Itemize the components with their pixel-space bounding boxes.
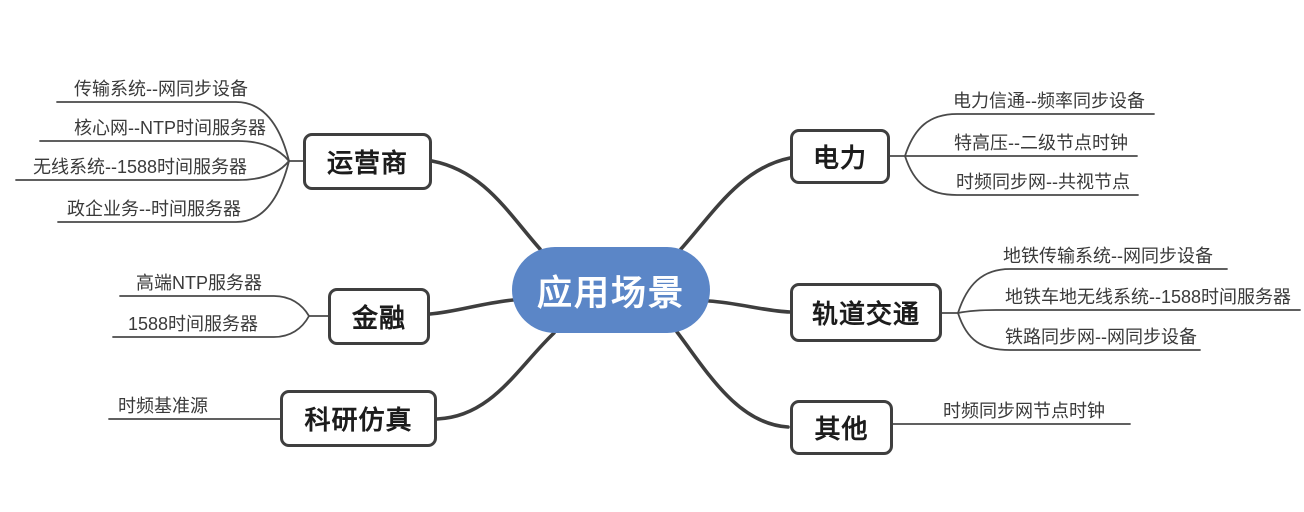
leaf-operators-2[interactable]: 无线系统--1588时间服务器 xyxy=(32,157,247,177)
leaf-finance-0[interactable]: 高端NTP服务器 xyxy=(136,273,262,293)
connector-center-operators xyxy=(430,159,542,251)
leaf-line-operators-1 xyxy=(39,140,290,162)
leaf-line-finance-0 xyxy=(119,295,310,317)
leaf-operators-1[interactable]: 核心网--NTP时间服务器 xyxy=(74,118,266,138)
leaf-line-rail-0 xyxy=(957,268,1228,314)
leaf-power-2[interactable]: 时频同步网--共视节点 xyxy=(956,172,1130,192)
leaf-research-0[interactable]: 时频基准源 xyxy=(118,396,208,416)
branch-box-operators[interactable]: 运营商 xyxy=(303,133,432,190)
leaf-line-operators-0 xyxy=(56,101,290,162)
leaf-line-power-2 xyxy=(904,155,1139,196)
leaf-line-operators-2 xyxy=(15,160,290,181)
branch-box-finance[interactable]: 金融 xyxy=(328,288,430,345)
leaf-line-finance-1 xyxy=(112,315,310,338)
branch-box-others[interactable]: 其他 xyxy=(790,400,893,455)
connector-center-others xyxy=(675,330,790,429)
leaf-rail-2[interactable]: 铁路同步网--网同步设备 xyxy=(1005,327,1197,347)
leaf-rail-1[interactable]: 地铁车地无线系统--1588时间服务器 xyxy=(1005,287,1292,307)
connector-center-rail xyxy=(707,299,792,314)
leaf-power-0[interactable]: 电力信通--频率同步设备 xyxy=(953,91,1145,111)
branch-box-power[interactable]: 电力 xyxy=(790,129,890,184)
leaf-operators-3[interactable]: 政企业务--时间服务器 xyxy=(67,199,241,219)
connector-center-finance xyxy=(428,298,515,316)
leaf-line-power-0 xyxy=(904,113,1155,157)
connector-center-research xyxy=(435,331,556,421)
leaf-line-operators-3 xyxy=(57,160,290,223)
leaf-rail-0[interactable]: 地铁传输系统--网同步设备 xyxy=(1003,246,1213,266)
central-topic[interactable]: 应用场景 xyxy=(512,247,710,333)
leaf-finance-1[interactable]: 1588时间服务器 xyxy=(127,314,258,334)
leaf-operators-0[interactable]: 传输系统--网同步设备 xyxy=(74,79,248,99)
leaf-line-rail-2 xyxy=(957,312,1201,351)
leaf-power-1[interactable]: 特高压--二级节点时钟 xyxy=(954,133,1128,153)
connector-center-power xyxy=(679,156,792,251)
branch-box-research-simulation[interactable]: 科研仿真 xyxy=(280,390,437,447)
leaf-others-0[interactable]: 时频同步网节点时钟 xyxy=(943,401,1105,421)
leaf-line-rail-1 xyxy=(957,309,1301,314)
branch-box-rail-transit[interactable]: 轨道交通 xyxy=(790,283,942,342)
